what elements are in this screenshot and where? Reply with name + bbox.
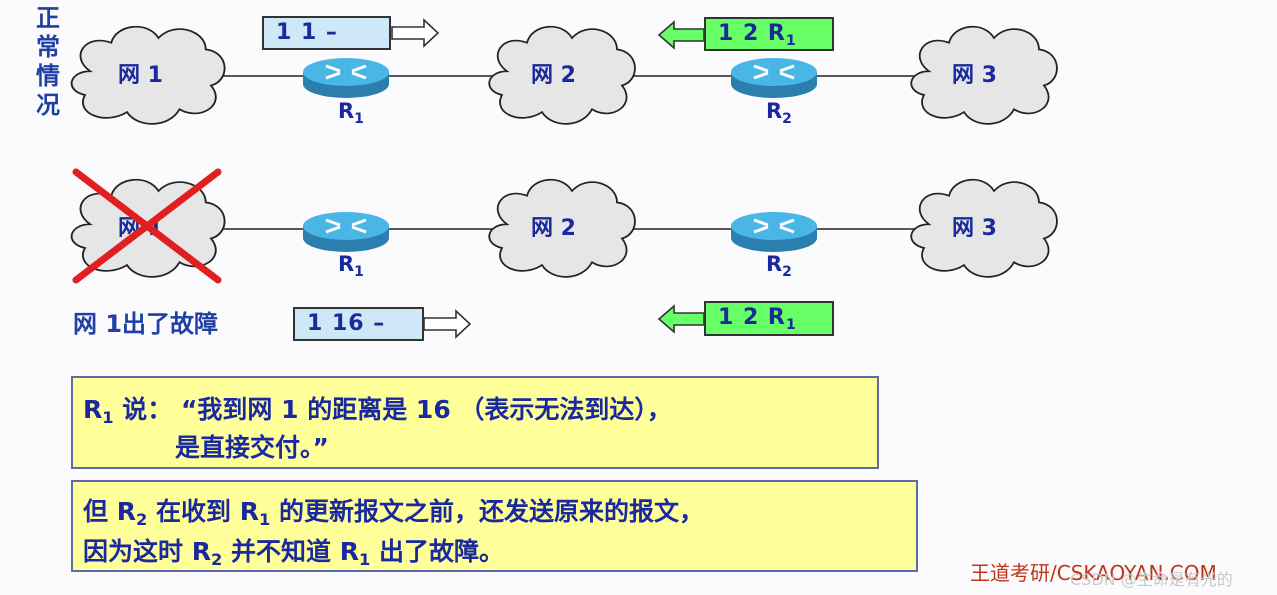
label-char: 常	[36, 33, 60, 61]
router-label: R2	[766, 252, 792, 280]
update-text: 1 2 R1	[718, 305, 797, 333]
label-char: 况	[36, 91, 60, 119]
note-line: R1 说： “我到网 1 的距离是 16 （表示无法到达），	[83, 395, 672, 427]
update-text: 1 1 –	[276, 20, 338, 45]
router-icon	[301, 210, 391, 254]
router-label: R1	[338, 252, 364, 280]
router-label: R1	[338, 99, 364, 127]
update-box-r2: 1 2 R1	[704, 301, 834, 336]
router-icon	[729, 210, 819, 254]
note-line: 是直接交付。”	[175, 433, 329, 462]
update-text: 1 2 R1	[718, 21, 797, 49]
network-label: 网 2	[531, 216, 576, 241]
arrow-left-icon	[657, 304, 705, 334]
label-char: 情	[36, 62, 60, 90]
arrow-right-icon	[391, 18, 440, 48]
note-line: 但 R2 在收到 R1 的更新报文之前，还发送原来的报文，	[83, 497, 704, 529]
network-label: 网 1	[118, 63, 163, 88]
network-label: 网 3	[952, 216, 997, 241]
cross-icon	[72, 168, 222, 284]
router-icon	[301, 56, 391, 100]
network-label: 网 2	[531, 63, 576, 88]
note-line: 因为这时 R2 并不知道 R1 出了故障。	[83, 537, 504, 569]
brand-text: 王道考研/CSKAOYAN.COM	[970, 561, 1217, 585]
update-box-r2: 1 2 R1	[704, 17, 834, 51]
fault-label: 网 1出了故障	[73, 310, 219, 338]
label-char: 正	[36, 4, 60, 32]
router-label: R2	[766, 99, 792, 127]
router-icon	[729, 56, 819, 100]
update-box-r1: 1 1 –	[262, 16, 391, 50]
note-r2-stale: 但 R2 在收到 R1 的更新报文之前，还发送原来的报文， 因为这时 R2 并不…	[71, 480, 918, 572]
update-text: 1 16 –	[307, 311, 386, 336]
network-label: 网 3	[952, 63, 997, 88]
update-box-r1: 1 16 –	[293, 307, 424, 341]
arrow-right-icon	[423, 309, 472, 339]
arrow-left-icon	[657, 20, 705, 50]
watermark-text: CSDN @生命是有光的	[1070, 570, 1233, 589]
note-r1-claim: R1 说： “我到网 1 的距离是 16 （表示无法到达）， 是直接交付。”	[71, 376, 879, 469]
normal-case-label: 正 常 情 况	[30, 4, 66, 120]
